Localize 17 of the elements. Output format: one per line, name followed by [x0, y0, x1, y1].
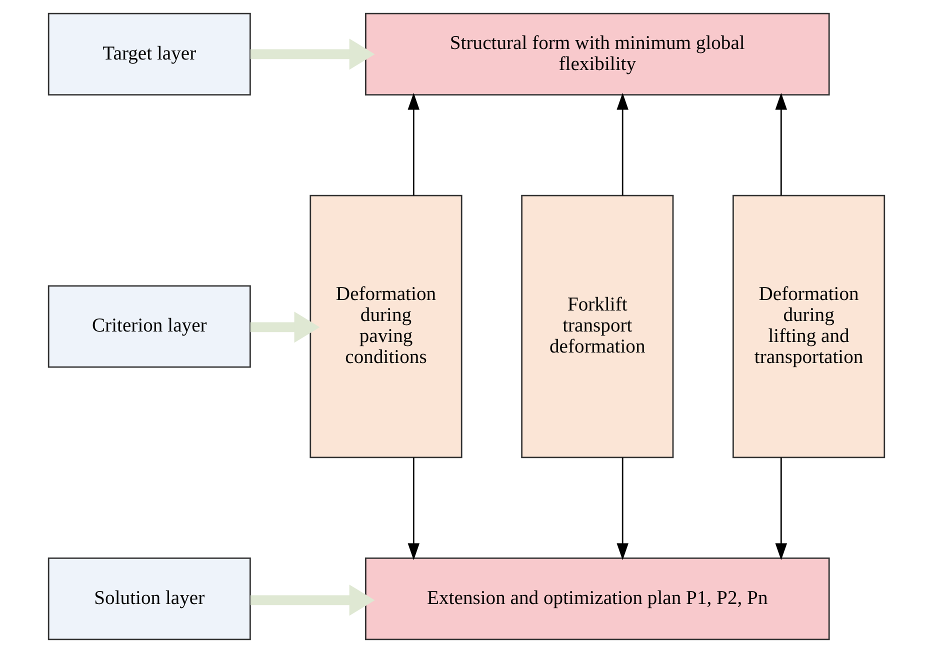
node-box: Deformation during paving conditions: [310, 194, 462, 458]
arrow: [250, 38, 375, 70]
arrow: [250, 584, 375, 616]
arrow: [408, 92, 420, 196]
node-box: Structural form with minimum global flexibility: [365, 12, 830, 96]
node-box: Deformation during lifting and transportation: [732, 194, 886, 458]
arrow: [775, 92, 788, 196]
arrow: [250, 312, 320, 343]
arrow: [408, 457, 420, 560]
arrow: [775, 457, 788, 560]
arrow: [616, 457, 628, 560]
node-box: Extension and optimization plan P1, P2, Pn: [365, 558, 830, 640]
node-box: Forklift transport deformation: [521, 194, 674, 458]
node-box: Solution layer: [48, 558, 251, 640]
node-box: Criterion layer: [48, 285, 251, 368]
node-box: Target layer: [48, 12, 251, 96]
arrow: [616, 92, 628, 196]
